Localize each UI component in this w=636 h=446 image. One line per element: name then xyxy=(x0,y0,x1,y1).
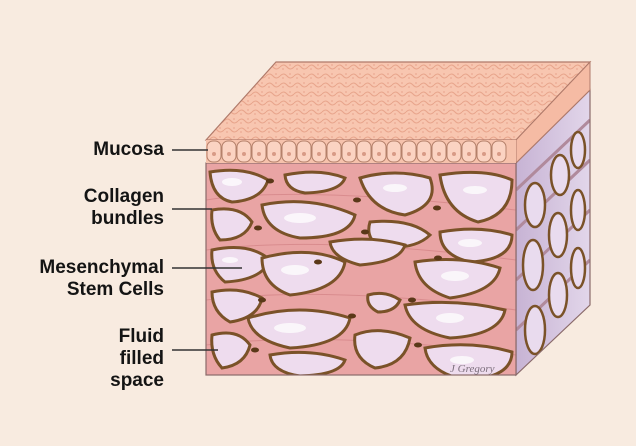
label-mesenchymal-stem-cells: Mesenchymal Stem Cells xyxy=(39,257,164,301)
label-line: Stem Cells xyxy=(39,279,164,301)
front-face xyxy=(206,163,516,380)
label-mucosa: Mucosa xyxy=(93,139,164,161)
stem-cell xyxy=(258,298,266,303)
label-fluid-filled-space: Fluid filled space xyxy=(110,326,164,392)
label-line: Mesenchymal xyxy=(39,257,164,279)
stem-cell xyxy=(314,260,322,265)
artist-signature: J Gregory xyxy=(450,363,495,375)
stem-cell xyxy=(266,179,274,184)
stem-cell xyxy=(414,343,422,348)
mucosa-cell-row xyxy=(206,140,516,163)
label-line: filled xyxy=(110,348,164,370)
stem-cell xyxy=(348,314,356,319)
stem-cell xyxy=(353,198,361,203)
stem-cell xyxy=(361,230,369,235)
stem-cell xyxy=(433,206,441,211)
stem-cell xyxy=(434,256,442,261)
label-line: space xyxy=(110,370,164,392)
label-line: Fluid xyxy=(110,326,164,348)
stem-cell xyxy=(408,298,416,303)
label-line: bundles xyxy=(84,208,164,230)
label-line: Collagen xyxy=(84,186,164,208)
label-collagen-bundles: Collagen bundles xyxy=(84,186,164,230)
stem-cell xyxy=(254,226,262,231)
stem-cell xyxy=(251,348,259,353)
label-line: Mucosa xyxy=(93,139,164,161)
